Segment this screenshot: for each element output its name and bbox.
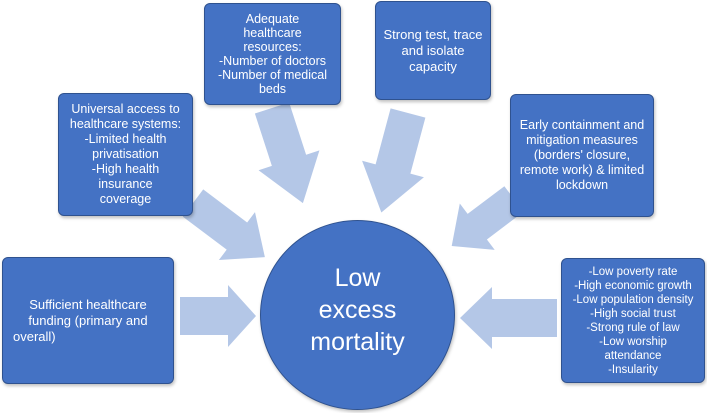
box-line: (borders' closure,: [533, 148, 631, 162]
box-line: privatisation: [92, 147, 159, 161]
box-healthcare-funding: Sufficient healthcare funding (primary a…: [2, 257, 174, 384]
box-socioeconomic-factors: -Low poverty rate -High economic growth …: [561, 258, 705, 383]
box-line: -High social trust: [590, 307, 676, 320]
box-line: overall): [13, 328, 56, 344]
box-healthcare-resources: Adequate healthcare resources: -Number o…: [204, 3, 341, 105]
box-line: beds: [258, 82, 287, 96]
box-line: lockdown: [555, 178, 609, 192]
box-line: remote work) & limited: [519, 163, 645, 177]
center-low-excess-mortality: Low excess mortality: [260, 220, 455, 410]
box-early-containment: Early containment and mitigation measure…: [510, 94, 654, 217]
box-universal-access: Universal access to healthcare systems: …: [58, 93, 193, 216]
box-line: healthcare systems:: [69, 117, 182, 131]
arrow-containment-to-center: [451, 186, 524, 250]
box-line: healthcare: [243, 26, 302, 40]
arrow-testing-to-center: [362, 108, 426, 213]
box-line: -High economic growth: [574, 279, 692, 292]
box-line: -Strong rule of law: [586, 321, 680, 334]
box-line: Sufficient healthcare: [29, 296, 147, 312]
arrow-socioeconomic-to-center: [460, 287, 557, 349]
box-line: -Low worship: [599, 335, 667, 348]
box-line: mitigation measures: [526, 133, 638, 147]
box-line: -Number of medical: [217, 68, 328, 82]
center-line: excess: [318, 296, 397, 324]
box-line: -Insularity: [608, 363, 658, 376]
center-line: Low: [334, 264, 381, 292]
box-test-trace-isolate: Strong test, trace and isolate capacity: [375, 1, 491, 100]
arrow-resources-to-center: [254, 102, 320, 204]
box-line: -Number of doctors: [219, 54, 326, 68]
box-line: -Limited health: [84, 132, 167, 146]
box-line: Adequate: [245, 12, 300, 26]
box-line: funding (primary and: [28, 312, 148, 328]
box-line: capacity: [409, 58, 457, 74]
box-line: and isolate: [401, 42, 465, 58]
box-line: -Low poverty rate: [588, 265, 678, 278]
center-line: mortality: [310, 328, 405, 356]
arrow-universal-access-to-center: [182, 189, 265, 261]
box-line: Early containment and: [519, 118, 645, 132]
box-line: Universal access to: [71, 102, 180, 116]
box-line: attendance: [604, 349, 662, 362]
arrow-funding-to-center: [180, 285, 256, 347]
box-line: coverage: [99, 192, 152, 206]
box-line: -Low population density: [572, 293, 694, 306]
box-line: Strong test, trace: [383, 26, 483, 42]
box-line: resources:: [243, 40, 302, 54]
box-line: -High health insurance: [91, 162, 160, 191]
